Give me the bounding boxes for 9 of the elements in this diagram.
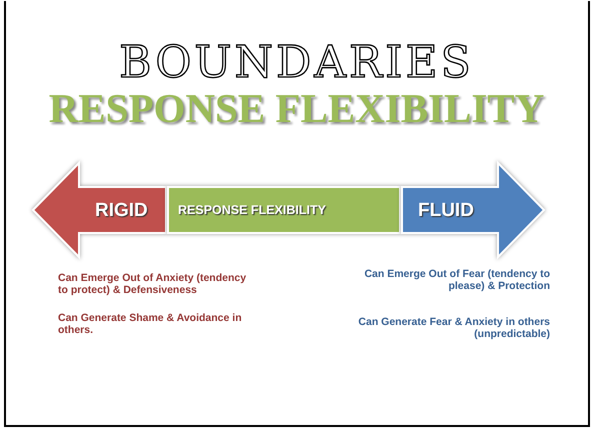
note: Can Emerge Out of Anxiety (tendency to protect) & Defensiveness [58, 272, 248, 296]
shape-label: RIGID [95, 200, 148, 220]
shape-label: FLUID [418, 200, 474, 220]
note: Can Emerge Out of Fear (tendency to please) & Protection [363, 268, 550, 292]
note: Can Generate Shame & Avoidance in others. [58, 312, 243, 336]
shape-label: RESPONSE FLEXIBILITY [178, 204, 326, 216]
note: Can Generate Fear & Anxiety in others (unpredictable) [357, 316, 550, 340]
title: BOUNDARIES [118, 38, 475, 88]
subtitle: RESPONSE FLEXIBILITY [48, 86, 546, 130]
